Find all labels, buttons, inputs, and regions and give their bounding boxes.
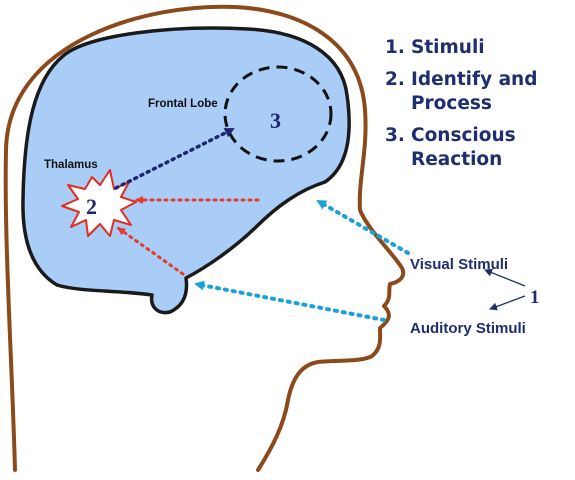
legend-text: Identify and Process xyxy=(411,69,538,114)
step-legend: 1. Stimuli 2. Identify and Process 3. Co… xyxy=(385,36,570,180)
auditory-stimuli-label: Auditory Stimuli xyxy=(410,320,526,337)
stimuli-step-number: 1 xyxy=(530,287,540,308)
frontal-step-number: 3 xyxy=(270,108,281,133)
legend-text: Conscious Reaction xyxy=(411,125,516,170)
frontal-lobe-label: Frontal Lobe xyxy=(148,98,218,110)
thalamus-label: Thalamus xyxy=(44,159,98,171)
pointer-to-visual xyxy=(484,268,526,287)
brain-shape xyxy=(21,26,351,315)
legend-number: 1. xyxy=(385,37,405,58)
frontal-lobe-region xyxy=(223,65,333,163)
legend-number: 3. xyxy=(385,125,405,146)
red-arrow-from-auditory xyxy=(116,226,185,276)
legend-item-reaction: 3. Conscious Reaction xyxy=(385,124,570,172)
pointer-to-auditory xyxy=(489,295,526,311)
legend-item-identify: 2. Identify and Process xyxy=(385,68,570,116)
visual-stimuli-label: Visual Stimuli xyxy=(410,256,508,273)
legend-number: 2. xyxy=(385,69,405,90)
navy-arrow-to-frontal xyxy=(114,127,235,190)
legend-text: Stimuli xyxy=(411,37,485,58)
head-outline xyxy=(3,4,406,472)
cyan-arrow-auditory xyxy=(194,280,386,322)
thalamus-step-number: 2 xyxy=(86,194,97,219)
legend-item-stimuli: 1. Stimuli xyxy=(385,36,570,60)
cyan-arrow-visual xyxy=(316,199,410,255)
